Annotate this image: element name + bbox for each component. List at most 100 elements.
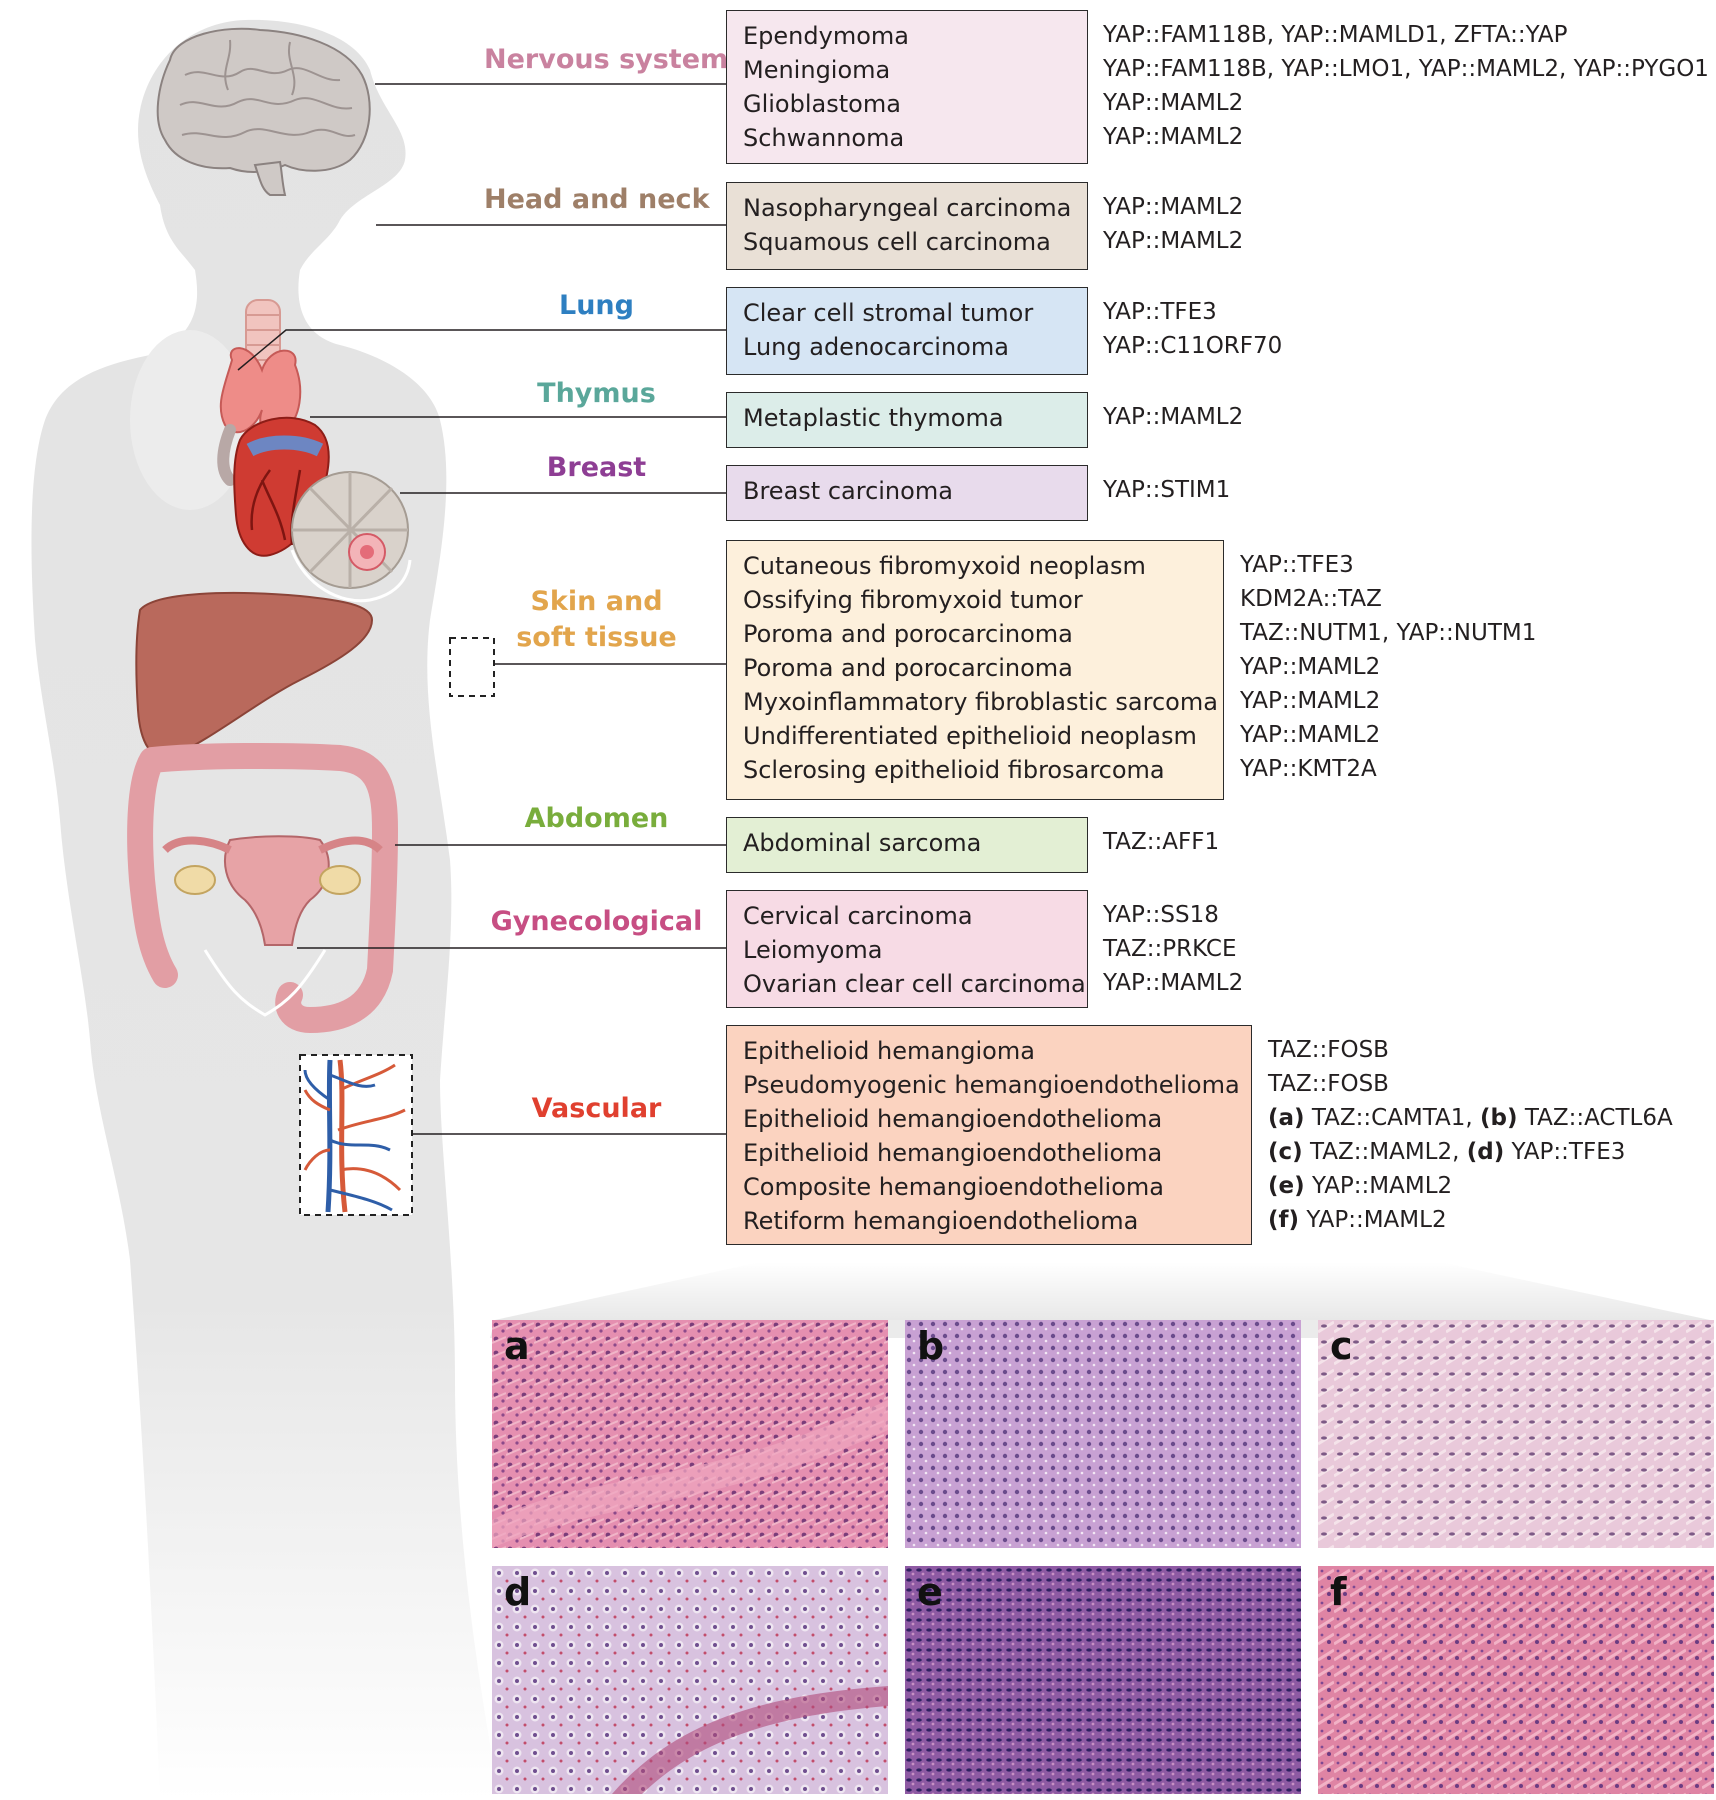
- tumor-name: Poroma and porocarcinoma: [743, 654, 1073, 682]
- brain-organ: [156, 27, 371, 196]
- fusion-text: YAP::TFE3: [1103, 299, 1217, 325]
- histology-image: [905, 1320, 1301, 1548]
- tumor-name: Abdominal sarcoma: [743, 829, 982, 857]
- category-skin-soft-tissue-2: soft tissue: [516, 622, 677, 653]
- tumor-box-abdomen: Abdominal sarcoma: [726, 817, 1088, 873]
- panel-label: c: [1330, 1324, 1353, 1368]
- category-abdomen: Abdomen: [524, 803, 669, 834]
- fusion-part: TAZ::MAML2,: [1309, 1139, 1460, 1165]
- breast-organ: [290, 471, 412, 603]
- fusions-abdomen: TAZ::AFF1: [1103, 825, 1219, 859]
- tumor-name: Composite hemangioendothelioma: [743, 1173, 1164, 1201]
- panel-ref: (a): [1268, 1105, 1305, 1131]
- tumor-box-lung: Clear cell stromal tumor Lung adenocarci…: [726, 287, 1088, 375]
- fusions-vascular: TAZ::FOSB TAZ::FOSB (a) TAZ::CAMTA1, (b)…: [1268, 1033, 1673, 1237]
- panel-label: b: [917, 1324, 945, 1368]
- tumor-box-thymus: Metaplastic thymoma: [726, 392, 1088, 448]
- fusion-text: YAP::STIM1: [1103, 477, 1231, 503]
- fusion-text: YAP::MAML2: [1103, 970, 1244, 996]
- fusion-text: TAZ::FOSB: [1268, 1071, 1389, 1097]
- fusion-text: YAP::MAML2: [1240, 688, 1381, 714]
- fusion-text: KDM2A::TAZ: [1240, 586, 1382, 612]
- category-lung: Lung: [559, 290, 634, 321]
- tumor-name: Ovarian clear cell carcinoma: [743, 970, 1086, 998]
- tumor-name: Glioblastoma: [743, 90, 901, 118]
- tumor-box-nervous: Ependymoma Meningioma Glioblastoma Schwa…: [726, 10, 1088, 164]
- histology-image: [1318, 1566, 1714, 1794]
- panel-ref: (f): [1268, 1207, 1300, 1233]
- fusion-text: YAP::MAML2: [1103, 90, 1244, 116]
- category-breast: Breast: [546, 452, 647, 483]
- tumor-box-gynecological: Cervical carcinoma Leiomyoma Ovarian cle…: [726, 890, 1088, 1008]
- histology-image: [492, 1566, 888, 1794]
- panel-ref: (d): [1466, 1139, 1505, 1165]
- fusion-text: YAP::KMT2A: [1240, 756, 1377, 782]
- tumor-name: Epithelioid hemangioendothelioma: [743, 1139, 1163, 1167]
- panel-ref: (c): [1268, 1139, 1303, 1165]
- tumor-name: Epithelioid hemangioma: [743, 1037, 1035, 1065]
- fusion-text-lettered: (f) YAP::MAML2: [1268, 1203, 1673, 1237]
- fusion-part: YAP::MAML2: [1311, 1173, 1453, 1199]
- fusion-part: YAP::TFE3: [1511, 1139, 1626, 1165]
- fusion-text: TAZ::FOSB: [1268, 1037, 1389, 1063]
- fusion-text: YAP::FAM118B, YAP::LMO1, YAP::MAML2, YAP…: [1103, 56, 1709, 82]
- fusions-thymus: YAP::MAML2: [1103, 400, 1243, 434]
- tumor-box-head-neck: Nasopharyngeal carcinoma Squamous cell c…: [726, 182, 1088, 270]
- tumor-name: Poroma and porocarcinoma: [743, 620, 1073, 648]
- colon-organ: [127, 742, 399, 1034]
- fusion-text: YAP::MAML2: [1240, 654, 1381, 680]
- fusion-text: YAP::MAML2: [1103, 404, 1244, 430]
- fusion-text: YAP::FAM118B, YAP::MAMLD1, ZFTA::YAP: [1103, 22, 1568, 48]
- fusion-part: YAP::MAML2: [1306, 1207, 1447, 1233]
- fusions-nervous: YAP::FAM118B, YAP::MAMLD1, ZFTA::YAP YAP…: [1103, 18, 1709, 154]
- fusion-text-lettered: (e) YAP::MAML2: [1268, 1169, 1673, 1203]
- histology-panel-c: c: [1318, 1320, 1714, 1548]
- histology-panel-e: e: [905, 1566, 1301, 1794]
- tumor-box-vascular: Epithelioid hemangioma Pseudomyogenic he…: [726, 1025, 1252, 1245]
- category-vascular: Vascular: [531, 1093, 662, 1124]
- tumor-name: Nasopharyngeal carcinoma: [743, 194, 1072, 222]
- tumor-name: Breast carcinoma: [743, 477, 953, 505]
- fusion-text: TAZ::AFF1: [1103, 829, 1220, 855]
- tumor-name: Undifferentiated epithelioid neoplasm: [743, 722, 1197, 750]
- category-gynecological: Gynecological: [490, 906, 703, 937]
- fusion-text: TAZ::PRKCE: [1103, 936, 1237, 962]
- fusion-text-lettered: (a) TAZ::CAMTA1, (b) TAZ::ACTL6A: [1268, 1101, 1673, 1135]
- fusion-text: YAP::SS18: [1103, 902, 1219, 928]
- tumor-name: Cervical carcinoma: [743, 902, 973, 930]
- tumor-name: Retiform hemangioendothelioma: [743, 1207, 1139, 1235]
- histology-panel-a: a: [492, 1320, 888, 1548]
- tumor-name: Meningioma: [743, 56, 891, 84]
- fusions-breast: YAP::STIM1: [1103, 473, 1230, 507]
- fusions-skin: YAP::TFE3 KDM2A::TAZ TAZ::NUTM1, YAP::NU…: [1240, 548, 1536, 786]
- tumor-name: Squamous cell carcinoma: [743, 228, 1051, 256]
- panel-label: a: [504, 1324, 530, 1368]
- tumor-name: Ependymoma: [743, 22, 909, 50]
- tumor-name: Sclerosing epithelioid fibrosarcoma: [743, 756, 1165, 784]
- tumor-name: Clear cell stromal tumor: [743, 299, 1034, 327]
- fusion-text-lettered: (c) TAZ::MAML2, (d) YAP::TFE3: [1268, 1135, 1673, 1169]
- histology-panel-b: b: [905, 1320, 1301, 1548]
- panel-ref: (e): [1268, 1173, 1305, 1199]
- thymus-organ: [217, 299, 302, 486]
- fusions-lung: YAP::TFE3 YAP::C11ORF70: [1103, 295, 1282, 363]
- tumor-box-skin: Cutaneous fibromyxoid neoplasm Ossifying…: [726, 540, 1224, 800]
- category-thymus: Thymus: [537, 378, 656, 409]
- tumor-name: Schwannoma: [743, 124, 905, 152]
- fusion-text: YAP::MAML2: [1103, 194, 1244, 220]
- fusions-head-neck: YAP::MAML2 YAP::MAML2: [1103, 190, 1243, 258]
- panel-label: e: [917, 1570, 943, 1614]
- tumor-name: Epithelioid hemangioendothelioma: [743, 1105, 1163, 1133]
- fusion-text: YAP::MAML2: [1103, 228, 1244, 254]
- fusion-text: YAP::C11ORF70: [1103, 333, 1283, 359]
- tumor-name: Pseudomyogenic hemangioendothelioma: [743, 1071, 1240, 1099]
- category-head-and-neck: Head and neck: [484, 184, 710, 215]
- fusion-part: TAZ::ACTL6A: [1524, 1105, 1673, 1131]
- fusion-part: TAZ::CAMTA1,: [1311, 1105, 1473, 1131]
- tumor-name: Lung adenocarcinoma: [743, 333, 1009, 361]
- histology-image: [905, 1566, 1301, 1794]
- tumor-name: Metaplastic thymoma: [743, 404, 1004, 432]
- fusions-gynecological: YAP::SS18 TAZ::PRKCE YAP::MAML2: [1103, 898, 1243, 1000]
- histology-panel-f: f: [1318, 1566, 1714, 1794]
- tumor-box-breast: Breast carcinoma: [726, 465, 1088, 521]
